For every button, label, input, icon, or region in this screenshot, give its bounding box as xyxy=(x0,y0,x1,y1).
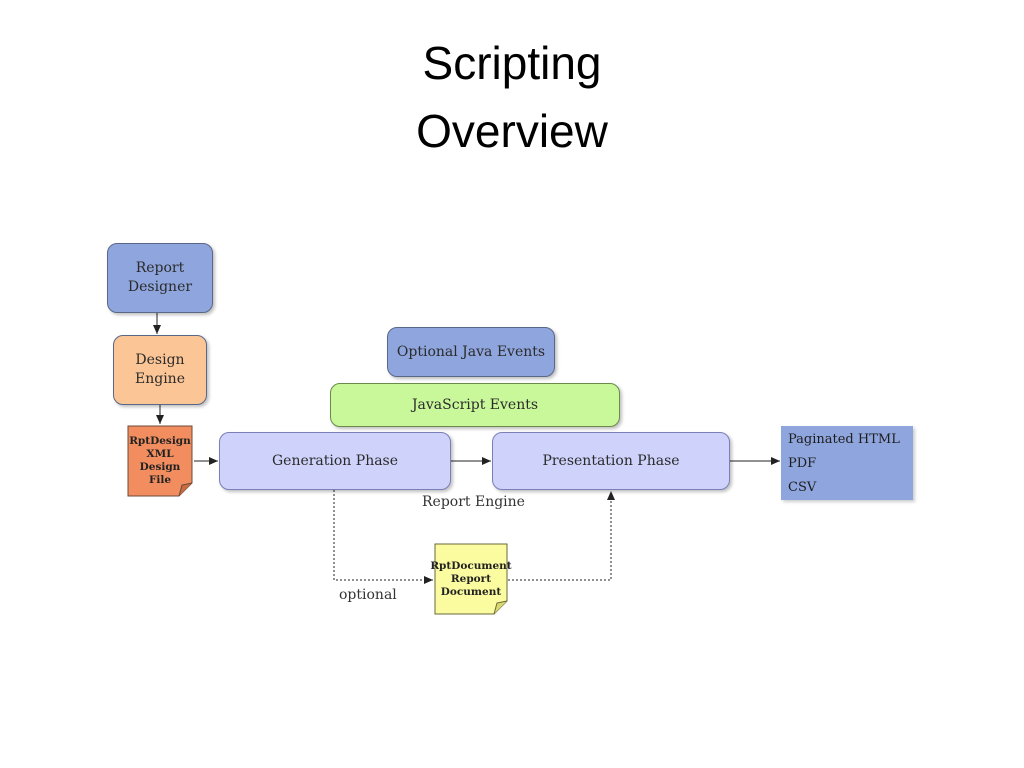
optional-label: optional xyxy=(339,587,397,603)
rptdocument-line1: RptDocument xyxy=(430,559,512,572)
javascript-events-box: JavaScript Events xyxy=(330,383,620,427)
rptdocument-line3: Document xyxy=(440,585,502,598)
rptdesign-line2: XML xyxy=(146,448,174,460)
output-format-item: CSV xyxy=(788,480,817,495)
optional-java-events-box: Optional Java Events xyxy=(387,327,555,377)
generation-phase-box: Generation Phase xyxy=(219,432,451,490)
output-formats-box: Paginated HTML PDF CSV xyxy=(781,426,913,500)
report-designer-line1: Report xyxy=(135,260,185,276)
rptdocument-file-icon: RptDocument Report Document xyxy=(430,543,512,615)
output-format-item: Paginated HTML xyxy=(788,432,900,447)
arrow-optional-to-document xyxy=(333,490,433,584)
presentation-phase-box: Presentation Phase xyxy=(492,432,730,490)
design-engine-line2: Engine xyxy=(135,371,185,387)
rptdesign-line3: Design File xyxy=(139,461,181,486)
report-designer-box: Report Designer xyxy=(107,243,213,313)
design-engine-box: Design Engine xyxy=(113,335,207,405)
rptdocument-line2: Report xyxy=(450,572,492,585)
rptdesign-file-icon: RptDesign XML Design File xyxy=(127,425,193,497)
output-format-item: PDF xyxy=(788,456,817,471)
design-engine-line1: Design xyxy=(135,352,185,368)
rptdesign-line1: RptDesign xyxy=(129,435,191,447)
slide-title-line-2: Overview xyxy=(416,105,608,157)
report-engine-label: Report Engine xyxy=(422,494,525,510)
slide-title-line-1: Scripting xyxy=(422,37,602,89)
report-designer-line2: Designer xyxy=(127,279,193,295)
